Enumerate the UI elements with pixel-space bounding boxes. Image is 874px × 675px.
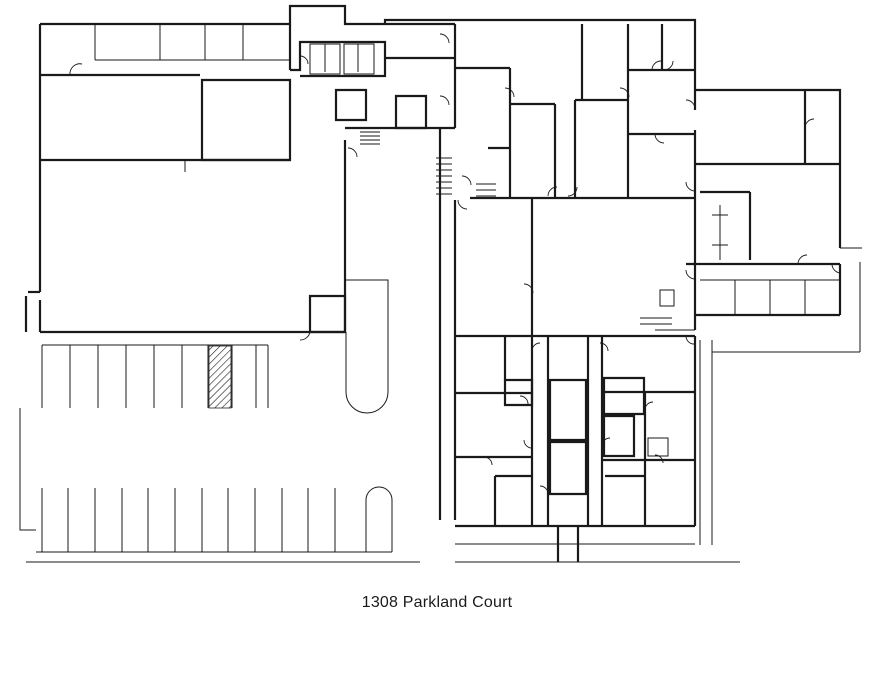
parking-lot (20, 280, 420, 562)
central-block (385, 20, 695, 520)
east-wing (686, 90, 862, 352)
south-block (455, 336, 740, 562)
plan-caption: 1308 Parkland Court (361, 594, 513, 611)
restroom-core (290, 42, 455, 157)
west-wing (26, 6, 385, 340)
